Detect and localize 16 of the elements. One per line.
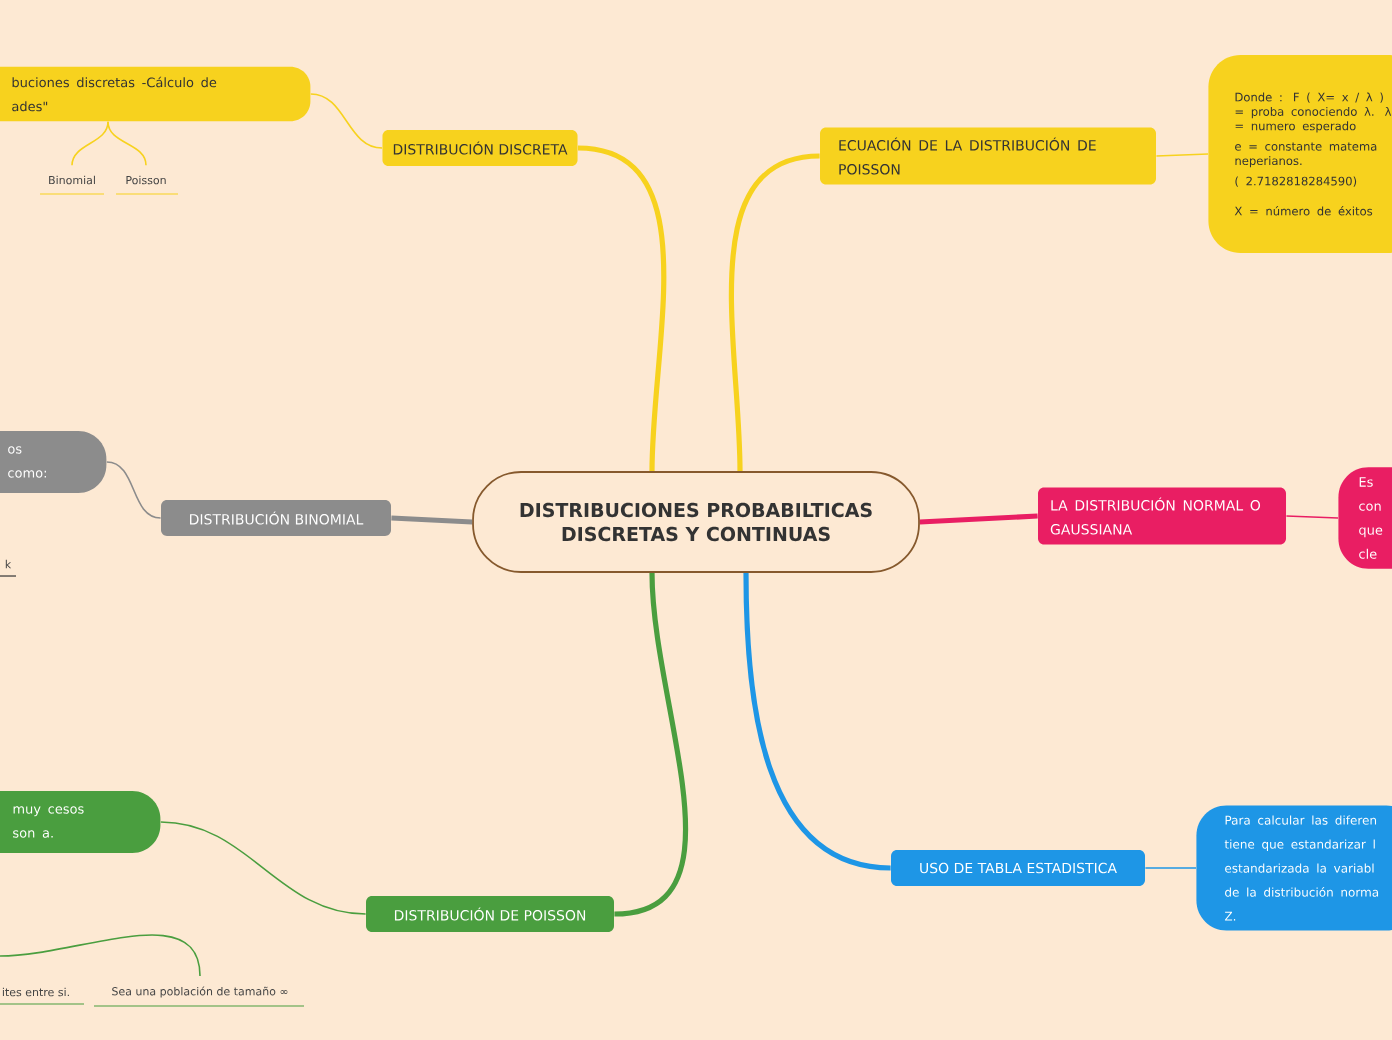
connector [577,145,667,472]
connector [71,120,109,167]
connector [1144,867,1197,869]
connector [310,93,383,149]
connector [919,513,1038,525]
connector [1285,515,1339,519]
connector [160,821,367,915]
connector [728,153,820,472]
connector [106,461,162,519]
connector [0,934,201,977]
connector [743,572,891,871]
connector [1155,153,1209,157]
connector [107,120,147,167]
connector [391,515,473,525]
connector [614,572,689,917]
topic-box: DISTRIBUCIONES PROBABILTICAS DISCRETAS Y CONTINUAS [472,471,920,573]
